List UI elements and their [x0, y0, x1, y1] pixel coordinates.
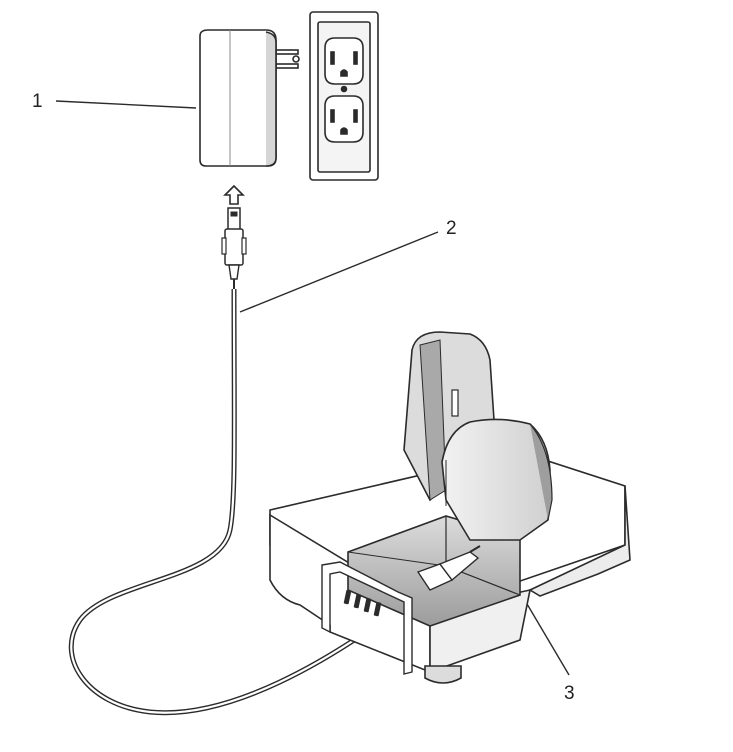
wall-outlet-icon — [309, 11, 379, 181]
up-arrow-icon — [223, 184, 245, 205]
callout-label-2: 2 — [446, 218, 457, 239]
callout-label-3: 3 — [564, 683, 575, 704]
leader-line-1 — [55, 100, 197, 109]
charging-cradle-icon — [269, 331, 631, 684]
callout-label-1: 1 — [32, 91, 43, 112]
power-supply-icon — [199, 29, 300, 167]
leader-line-2 — [239, 231, 439, 313]
